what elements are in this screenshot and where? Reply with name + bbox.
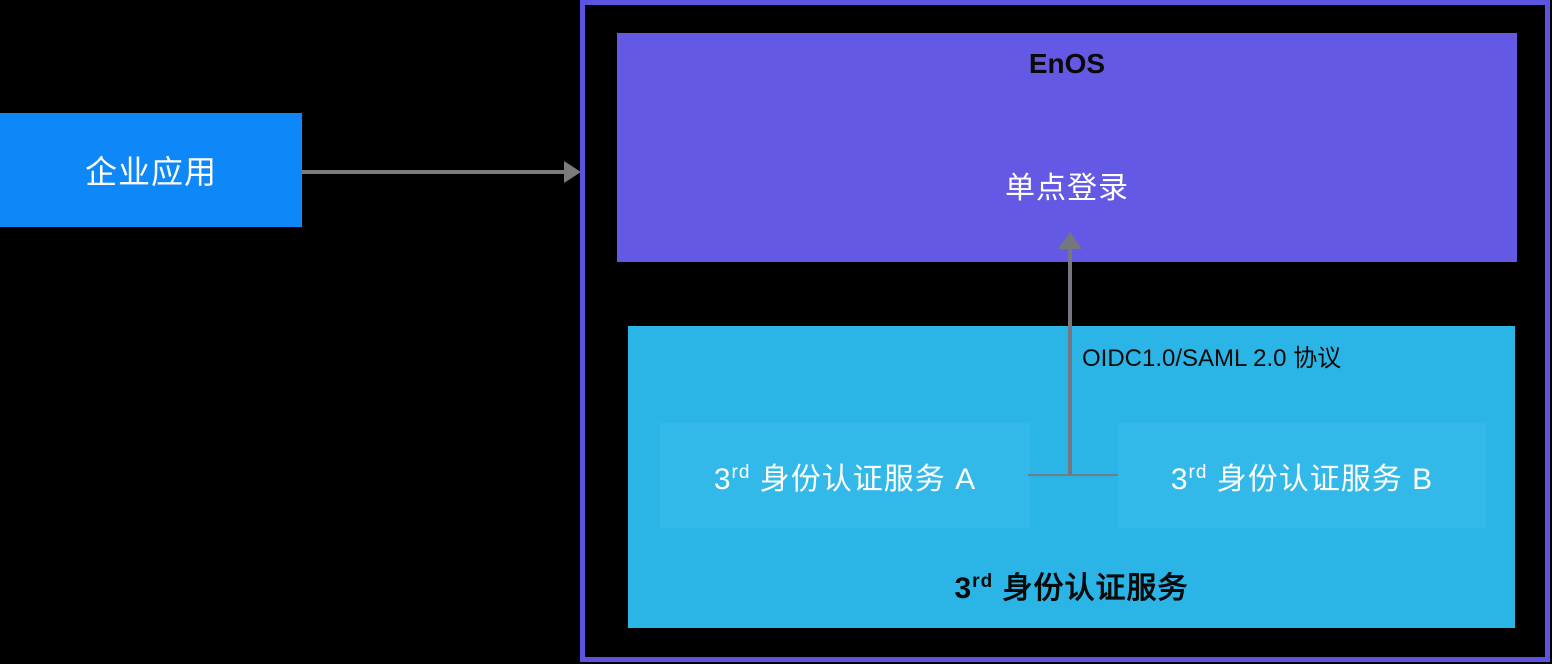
arrow-enterprise-to-enos-line <box>302 170 568 174</box>
idp-group-title: 3rd 身份认证服务 <box>954 571 1189 605</box>
enterprise-app-label: 企业应用 <box>84 154 217 190</box>
idp-service-b-node: 3rd 身份认证服务 B <box>1118 423 1486 528</box>
protocol-annotation: OIDC1.0/SAML 2.0 协议 <box>1082 345 1342 372</box>
enos-title: EnOS <box>1028 48 1106 79</box>
enterprise-app-node: 企业应用 <box>0 113 302 227</box>
arrow-idp-to-enos-line <box>1068 247 1072 475</box>
platform-boundary-container <box>580 0 1550 662</box>
arrow-enterprise-to-enos-head-icon <box>564 161 581 183</box>
idp-service-a-node: 3rd 身份认证服务 A <box>660 423 1030 528</box>
idp-service-b-label: 3rd 身份认证服务 B <box>1170 461 1434 496</box>
enos-node: EnOS 单点登录 <box>617 33 1517 262</box>
arrow-idp-to-enos-foot-line <box>1028 474 1118 476</box>
arrow-idp-to-enos-head-icon <box>1058 232 1082 249</box>
enos-sso-label: 单点登录 <box>1005 172 1129 205</box>
idp-service-a-label: 3rd 身份认证服务 A <box>713 461 977 496</box>
